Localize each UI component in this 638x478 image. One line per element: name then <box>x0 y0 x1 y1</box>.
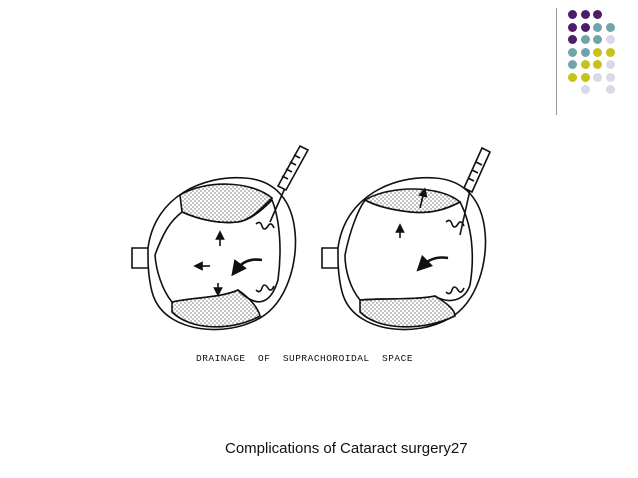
decorative-dot <box>605 60 615 69</box>
decorative-dot <box>605 35 615 44</box>
decorative-dot <box>580 22 590 32</box>
decorative-dot <box>593 22 602 32</box>
decorative-dot <box>580 10 590 19</box>
decorative-dot <box>593 10 602 19</box>
decorative-dot <box>605 85 615 94</box>
decorative-dot <box>568 35 577 44</box>
decorative-dot <box>580 60 590 69</box>
decorative-dot <box>580 72 590 82</box>
decorative-dot <box>580 35 590 44</box>
divider-line <box>556 8 557 115</box>
eye-drainage-illustration <box>131 144 492 331</box>
slide-footer: Complications of Cataract surgery27 <box>225 440 468 457</box>
right-eye-diagram <box>321 146 492 331</box>
decorative-dot <box>605 47 615 57</box>
decorative-dot <box>605 22 615 32</box>
decorative-dot <box>593 47 602 57</box>
decorative-dot <box>568 47 577 57</box>
decorative-dot <box>593 60 602 69</box>
decorative-dot <box>580 85 590 94</box>
decorative-dot <box>568 72 577 82</box>
decorative-dot <box>593 72 602 82</box>
decorative-dot <box>593 35 602 44</box>
decorative-dot <box>568 22 577 32</box>
decorative-dot <box>580 47 590 57</box>
figure-caption: DRAINAGE OF SUPRACHOROIDAL SPACE <box>196 353 414 364</box>
decorative-dot <box>568 60 577 69</box>
decorative-dot <box>605 72 615 82</box>
left-eye-diagram <box>131 144 310 331</box>
decorative-dot <box>568 10 577 19</box>
